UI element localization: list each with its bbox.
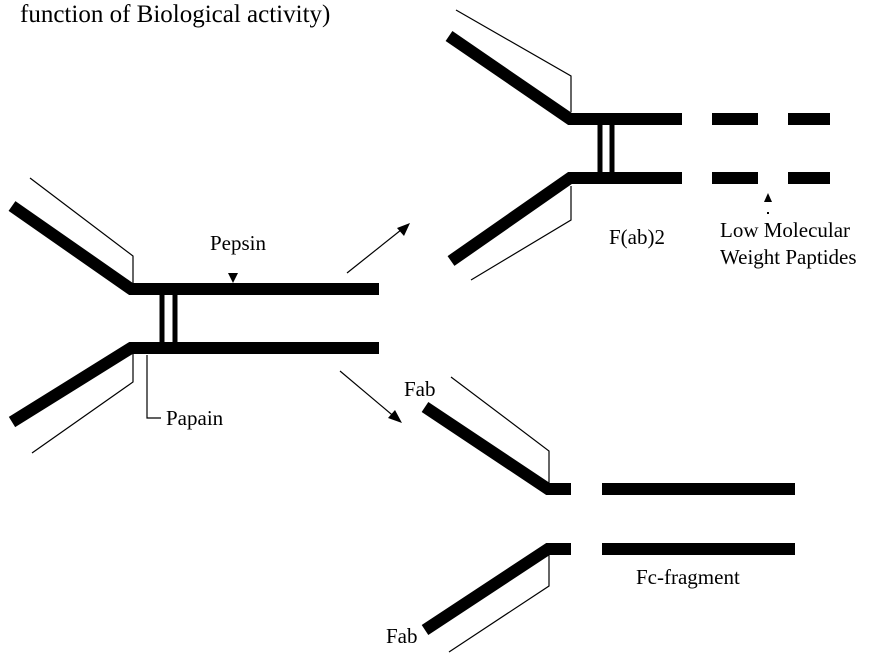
papain-reaction-arrow <box>339 370 398 420</box>
papain-products: Fab Fab Fc-fragment <box>386 376 795 653</box>
pepsin-cleavage-arrow-icon <box>228 273 238 283</box>
pepsin-label: Pepsin <box>210 231 267 255</box>
lower-heavy-chain <box>8 342 379 428</box>
fab-upper-heavy-chain <box>421 402 571 495</box>
weight-peptides-label: Weight Paptides <box>720 245 857 269</box>
peptide-pointer-dot <box>767 212 769 214</box>
fab2-label: F(ab)2 <box>609 225 665 249</box>
papain-label: Papain <box>166 406 224 430</box>
papain-bracket <box>146 355 161 419</box>
fab-upper-light-chain <box>450 376 550 484</box>
upper-light-chain <box>29 177 134 286</box>
low-molecular-label: Low Molecular <box>720 218 850 242</box>
fab-lower-light-chain <box>448 554 550 653</box>
fab-lower-heavy-chain <box>421 543 571 636</box>
arrowhead-icon <box>397 223 410 236</box>
fc-fragment-label: Fc-fragment <box>636 565 740 589</box>
fab2-lower-light-chain <box>470 186 572 281</box>
fab2-upper-heavy-chain <box>445 31 682 125</box>
fab2-fragment: F(ab)2 Low Molecular Weight Paptides <box>445 9 857 281</box>
reaction-arrows <box>339 223 410 423</box>
upper-heavy-chain <box>8 201 379 295</box>
fab-bottom-label: Fab <box>386 624 418 648</box>
fab-top-label: Fab <box>404 377 436 401</box>
pepsin-reaction-arrow <box>346 225 407 274</box>
fab2-lower-heavy-chain <box>447 172 682 266</box>
fab2-upper-light-chain <box>455 9 572 112</box>
arrowhead-icon <box>388 410 402 423</box>
peptide-pointer-icon <box>764 193 772 202</box>
lower-light-chain <box>31 352 134 454</box>
caption-text: function of Biological activity) <box>20 1 330 28</box>
intact-antibody: Pepsin Papain <box>8 177 379 454</box>
